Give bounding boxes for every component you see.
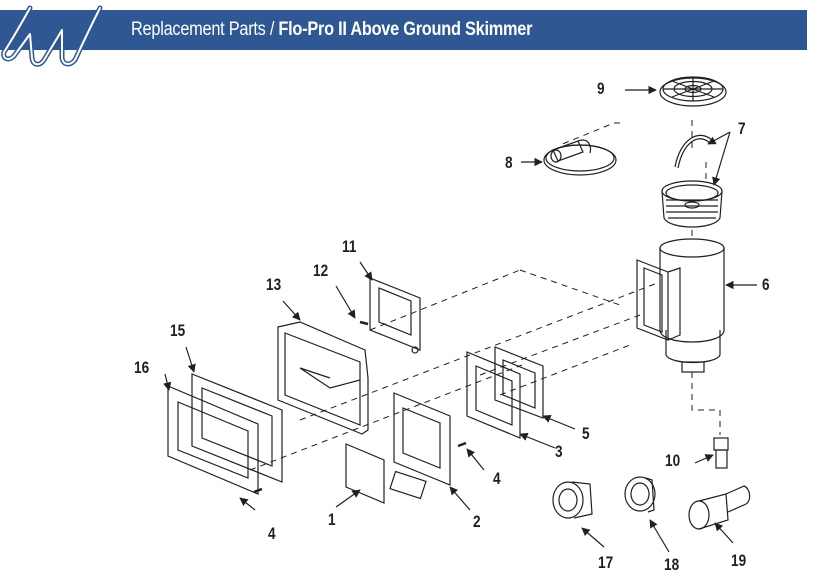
w-brand-logo-icon xyxy=(1,5,103,67)
part-3-gasket xyxy=(466,351,521,439)
callout-11: 11 xyxy=(342,237,357,256)
title-product: Flo-Pro II Above Ground Skimmer xyxy=(278,19,533,40)
callout-17: 17 xyxy=(598,553,614,572)
callout-9: 9 xyxy=(597,79,605,98)
callout-6: 6 xyxy=(762,275,770,294)
callout-10: 10 xyxy=(665,451,681,470)
part-15-gasket xyxy=(191,373,283,483)
part-5-mouth-plate xyxy=(494,346,544,419)
header-bar xyxy=(0,10,807,50)
title-separator: / xyxy=(265,19,279,40)
callout-7: 7 xyxy=(738,119,746,138)
callout-19: 19 xyxy=(731,551,747,570)
part-8-vacuum-plate xyxy=(543,139,617,176)
part-4-screw-a xyxy=(253,487,263,494)
part-16-faceplate xyxy=(167,385,259,495)
part-19-hose-adapter xyxy=(688,485,751,530)
part-10-drain-fitting xyxy=(713,437,729,469)
assembly-guide-lines xyxy=(249,120,721,471)
callout-2: 2 xyxy=(473,512,481,531)
callout-4-left: 4 xyxy=(268,524,276,543)
part-12-screw xyxy=(359,320,369,326)
callout-12: 12 xyxy=(313,261,329,280)
part-18-return-nut xyxy=(624,476,656,513)
part-4-screw-b xyxy=(457,441,467,448)
part-17-return-fitting xyxy=(552,481,593,519)
callout-4-right: 4 xyxy=(493,469,501,488)
page-title: Replacement Parts / Flo-Pro II Above Gro… xyxy=(131,10,532,50)
callout-18: 18 xyxy=(664,555,680,574)
callout-5: 5 xyxy=(582,424,590,443)
part-2-gasket xyxy=(393,392,451,486)
callout-3: 3 xyxy=(555,442,563,461)
part-11-faceplate xyxy=(369,277,421,354)
part-13-weir-housing xyxy=(277,321,369,435)
callout-13: 13 xyxy=(266,275,282,294)
callout-leaders xyxy=(163,85,757,553)
title-section: Replacement Parts xyxy=(131,19,266,40)
part-1-weir xyxy=(345,443,427,504)
part-9-skimmer-lid xyxy=(659,76,727,107)
callout-15: 15 xyxy=(170,321,186,340)
callout-16: 16 xyxy=(134,358,150,377)
part-6-skimmer-body xyxy=(636,238,725,373)
callout-8: 8 xyxy=(505,153,513,172)
callout-1: 1 xyxy=(328,510,336,529)
part-7-basket xyxy=(661,134,723,228)
